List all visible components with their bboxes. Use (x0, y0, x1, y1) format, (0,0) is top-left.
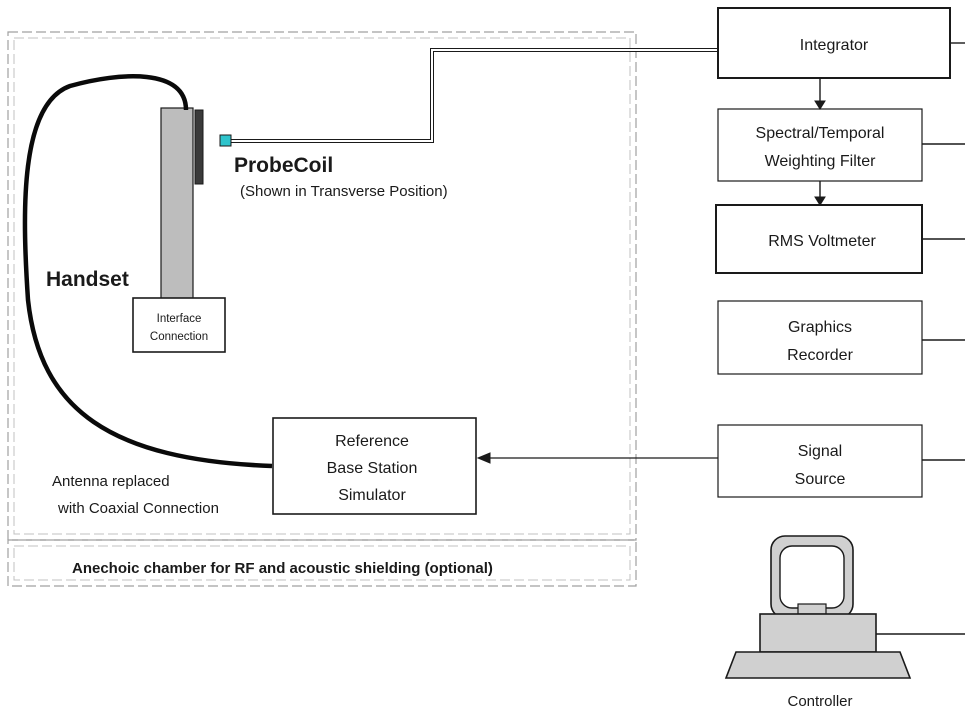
interface-connection-line-2: Connection (150, 331, 208, 343)
reference-bss-line-3: Simulator (338, 487, 406, 504)
connector-arrows (476, 78, 826, 464)
coaxial-cable (22, 74, 273, 469)
reference-bss-line-1: Reference (335, 433, 409, 450)
bus-lines (876, 42, 965, 635)
antenna-note-line-2: with Coaxial Connection (57, 500, 219, 517)
rms-voltmeter-label: RMS Voltmeter (768, 233, 876, 250)
probe-coil-icon (219, 134, 232, 147)
probe-coil-note: (Shown in Transverse Position) (240, 183, 448, 200)
graphics-recorder-line-2: Recorder (787, 347, 853, 364)
anechoic-chamber: Anechoic chamber for RF and acoustic shi… (7, 31, 637, 587)
handset-body (160, 107, 194, 301)
probe-coil: ProbeCoil (Shown in Transverse Position) (219, 48, 718, 200)
interface-connection-line-1: Interface (157, 313, 202, 325)
weighting-filter-line-1: Spectral/Temporal (756, 125, 885, 142)
reference-bss-line-2: Base Station (327, 460, 418, 477)
weighting-filter-line-2: Weighting Filter (765, 153, 877, 170)
signal-source-line-1: Signal (798, 443, 842, 460)
controller-label: Controller (787, 693, 852, 710)
integrator-box: Integrator (717, 7, 951, 79)
handset: Handset (46, 107, 204, 301)
rms-voltmeter-box: RMS Voltmeter (715, 204, 923, 274)
weighting-filter-box: Spectral/Temporal Weighting Filter (717, 108, 923, 182)
integrator-label: Integrator (800, 37, 869, 54)
chamber-label: Anechoic chamber for RF and acoustic shi… (72, 560, 493, 577)
reference-bss-box: Reference Base Station Simulator (272, 417, 477, 515)
signal-source-box: Signal Source (717, 424, 923, 498)
probe-coil-label: ProbeCoil (234, 154, 333, 177)
graphics-recorder-line-1: Graphics (788, 319, 852, 336)
probe-coil-lead (230, 48, 718, 143)
handset-label: Handset (46, 268, 129, 291)
controller-computer-icon: Controller (724, 535, 912, 710)
handset-earpiece (194, 109, 204, 185)
antenna-note-line-1: Antenna replaced (52, 473, 170, 490)
interface-connection-box: Interface Connection (132, 297, 226, 353)
graphics-recorder-box: Graphics Recorder (717, 300, 923, 375)
signal-source-line-2: Source (795, 471, 846, 488)
